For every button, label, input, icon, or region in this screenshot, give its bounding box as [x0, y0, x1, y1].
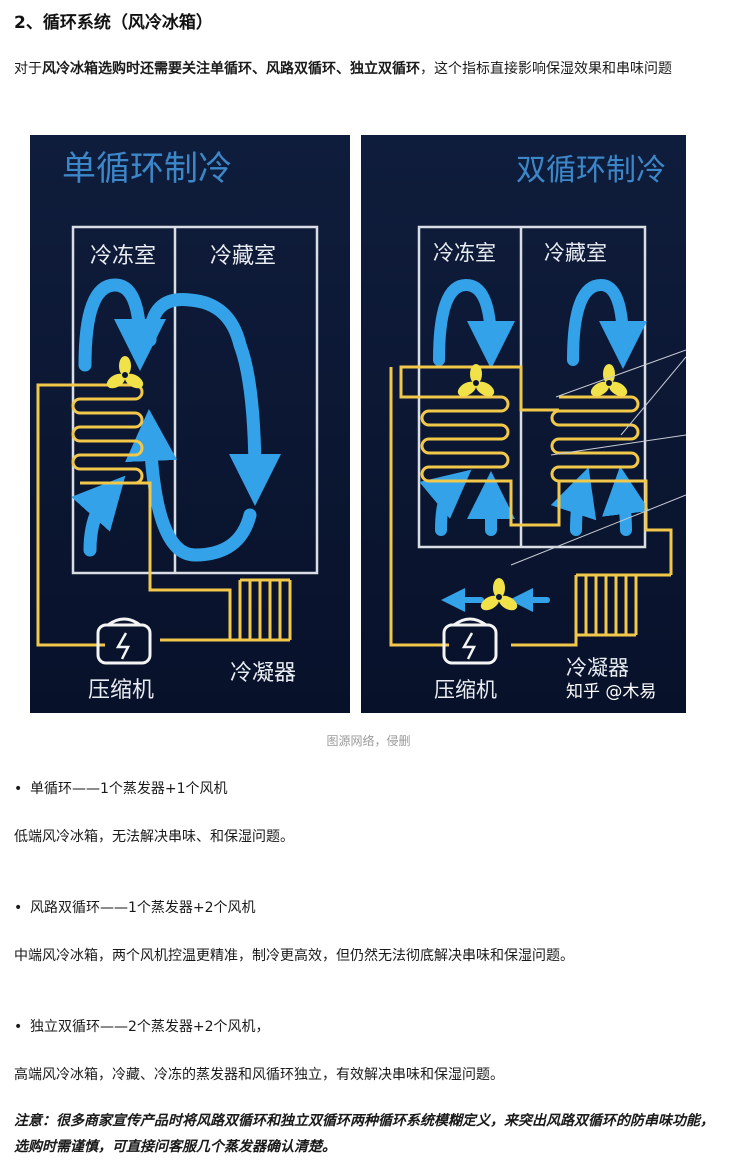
dual-circulation-panel: 双循环制冷 冷冻室 冷藏室: [361, 135, 686, 713]
intro-bold-text: 风冷冰箱选购时还需要关注单循环、风路双循环、独立双循环: [42, 61, 420, 77]
compressor-icon: [96, 617, 152, 665]
note-paragraph: 注意：很多商家宣传产品时将风路双循环和独立双循环两种循环系统模糊定义，来突出风路…: [14, 1113, 714, 1155]
bullet-independent-dual-circulation: • 独立双循环——2个蒸发器+2个风机，: [14, 1016, 270, 1036]
cooling-diagram-figure: 单循环制冷 冷冻室 冷藏室: [30, 135, 686, 713]
single-circulation-description: 低端风冷冰箱，无法解决串味、和保湿问题。: [14, 829, 294, 845]
independent-dual-circulation-description: 高端风冷冰箱，冷藏、冷冻的蒸发器和风循环独立，有效解决串味和保湿问题。: [14, 1067, 504, 1083]
bullet-text: 独立双循环——2个蒸发器+2个风机，: [30, 1019, 270, 1035]
single-panel-title: 单循环制冷: [62, 149, 232, 189]
bullet-dot: •: [14, 900, 23, 916]
airflow-arrows: [419, 278, 650, 612]
air-dual-circulation-description: 中端风冷冰箱，两个风机控温更精准，制冷更高效，但仍然无法彻底解决串味和保湿问题。: [14, 948, 574, 964]
dual-panel-title: 双循环制冷: [516, 153, 666, 188]
bullet-dot: •: [14, 781, 23, 797]
single-circulation-panel: 单循环制冷 冷冻室 冷藏室: [30, 135, 350, 713]
section-heading: 2、循环系统（风冷冰箱）: [14, 13, 213, 33]
bullet-single-circulation: • 单循环——1个蒸发器+1个风机: [14, 778, 228, 798]
dual-compressor-label: 压缩机: [434, 678, 497, 702]
condenser-fan-icon: [480, 578, 518, 611]
intro-paragraph: 对于风冷冰箱选购时还需要关注单循环、风路双循环、独立双循环，这个指标直接影响保湿…: [14, 56, 714, 82]
condenser-coil: [511, 573, 671, 647]
figure-caption: 图源网络，侵删: [326, 734, 411, 748]
evaporator-coils: [389, 365, 673, 647]
bullet-text: 单循环——1个蒸发器+1个风机: [30, 781, 228, 797]
bullet-text: 风路双循环——1个蒸发器+2个风机: [30, 900, 256, 916]
airflow-arrows: [71, 278, 281, 562]
intro-suffix: ，这个指标直接影响保湿效果和串味问题: [420, 61, 672, 77]
single-freezer-label: 冷冻室: [90, 244, 156, 269]
bullet-dot: •: [14, 1019, 23, 1035]
single-compressor-label: 压缩机: [88, 678, 154, 703]
freezer-fan-icon: [457, 364, 495, 397]
dual-fridge-label: 冷藏室: [544, 241, 607, 265]
intro-prefix: 对于: [14, 61, 42, 77]
dual-condenser-label: 冷凝器: [566, 656, 629, 680]
fan-icon: [106, 356, 144, 389]
compressor-icon: [442, 617, 498, 665]
single-condenser-label: 冷凝器: [230, 661, 296, 686]
condenser-coil: [228, 578, 292, 642]
dual-freezer-label: 冷冻室: [433, 241, 496, 265]
pointer-lines: [510, 349, 686, 566]
bullet-air-dual-circulation: • 风路双循环——1个蒸发器+2个风机: [14, 897, 256, 917]
evaporator-coil: [36, 383, 232, 647]
watermark: 知乎 @木易: [566, 682, 656, 702]
single-fridge-label: 冷藏室: [210, 244, 276, 269]
